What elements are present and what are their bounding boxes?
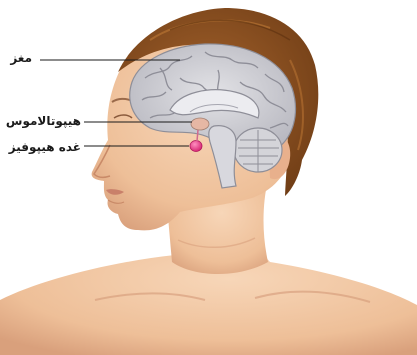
cerebellum (234, 128, 282, 172)
label-hypothalamus: هیپوتالاموس (6, 114, 81, 128)
label-brain: مغز (10, 51, 32, 65)
hypothalamus (191, 118, 209, 130)
label-pituitary-gland: غده هیپوفیز (9, 140, 81, 154)
pituitary-gland (190, 141, 202, 152)
